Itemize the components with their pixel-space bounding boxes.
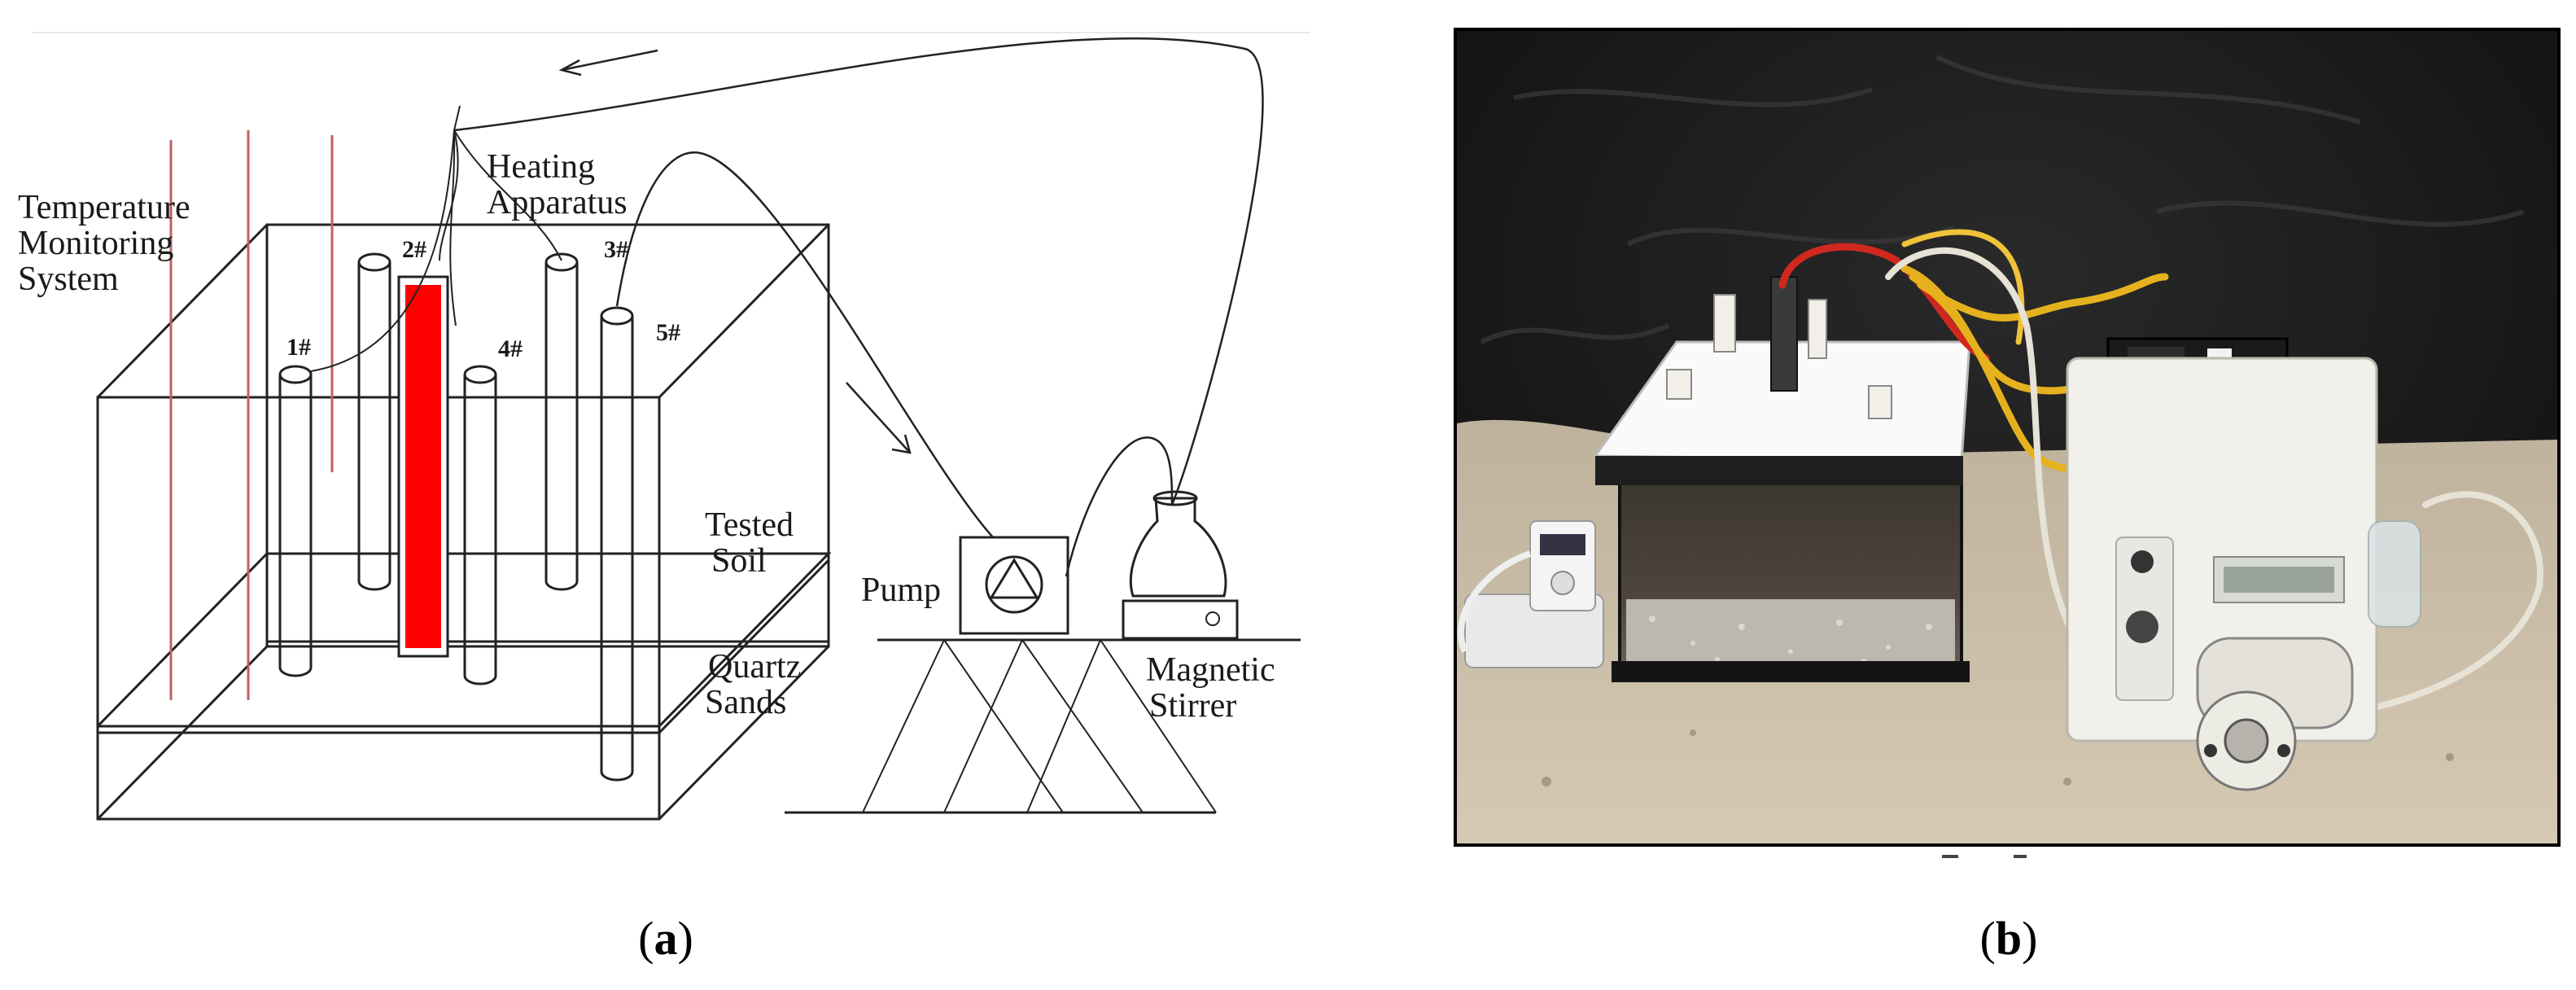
quartz-label-line2: Sands <box>705 684 786 721</box>
caption-a-letter: a <box>654 912 678 965</box>
caption-b: (b) <box>1980 912 2038 965</box>
caption-a-open: ( <box>638 912 654 965</box>
heater-wires <box>310 105 562 372</box>
stirrer-knob-icon <box>1205 611 1220 626</box>
tank-edge-br <box>658 645 830 821</box>
caption-b-close: ) <box>2022 912 2037 965</box>
flow-arrow-mid <box>846 382 911 453</box>
flow-arrow-top-head <box>558 59 582 77</box>
peristaltic-pump <box>2066 357 2378 791</box>
panel-a-schematic <box>33 32 1310 821</box>
soil-tank <box>1593 276 1971 682</box>
pump-triangle-icon <box>989 558 1039 599</box>
magnetic-stirrer-box <box>1122 599 1239 640</box>
well-3 <box>545 252 579 591</box>
return-tube <box>453 37 1264 506</box>
well-1 <box>278 365 313 677</box>
layer-planes <box>96 552 832 734</box>
caption-a: (a) <box>638 912 693 965</box>
tank-edge-tr <box>658 223 830 399</box>
temperature-label-line1: Temperature <box>18 189 190 226</box>
pump-label: Pump <box>861 572 941 609</box>
backdrop-sheen <box>1480 55 2524 344</box>
pump-head <box>2196 637 2354 791</box>
quartz-label-line1: Quartz <box>708 648 801 686</box>
tested-soil-label-line1: Tested <box>705 506 794 544</box>
pump-to-flask-tube <box>1065 436 1174 577</box>
pump-box <box>959 536 1069 635</box>
flask-icon <box>1129 497 1227 598</box>
heating-label-line2: Apparatus <box>487 184 628 221</box>
well-5 <box>600 306 634 782</box>
caption-a-close: ) <box>678 912 693 965</box>
power-strip <box>1457 520 1604 668</box>
floor-spots <box>1542 721 2454 786</box>
tank-back-face <box>265 223 830 648</box>
well-label-1: 1# <box>286 334 311 361</box>
lid-edge <box>1595 456 1963 485</box>
temperature-label-line2: Monitoring <box>18 225 173 262</box>
heater-element <box>405 285 441 648</box>
tested-soil-label-line2: Soil <box>711 542 767 580</box>
well-label-5: 5# <box>656 319 680 346</box>
quartz-sand-layer <box>1626 599 1955 664</box>
caption-b-open: ( <box>1980 912 1996 965</box>
bench-legs <box>862 639 1217 813</box>
well-label-4: 4# <box>498 335 523 362</box>
flask-mouth <box>1152 490 1198 506</box>
lid-fittings <box>1666 294 1892 419</box>
tank-edge-tl <box>96 223 269 399</box>
well-label-2: 2# <box>402 236 426 263</box>
supply-tube <box>615 151 994 538</box>
flow-arrow-mid-head <box>891 434 912 454</box>
temperature-probes <box>169 130 334 700</box>
stirrer-label-line1: Magnetic <box>1146 651 1275 689</box>
well-2 <box>357 252 391 591</box>
pump-rotor-icon <box>985 555 1043 614</box>
heating-label-line1: Heating <box>487 148 595 186</box>
clear-tubing <box>1885 247 2543 720</box>
tested-soil-plane <box>96 552 832 728</box>
panel-b-photo <box>1454 28 2561 858</box>
caption-b-letter: b <box>1996 912 2022 965</box>
heater-rod <box>1770 276 1798 392</box>
captions: (a) (b) <box>638 912 2037 965</box>
panel-a-labels: Temperature Monitoring System Heating Ap… <box>18 148 1275 725</box>
well-label-3: 3# <box>604 236 628 263</box>
well-4 <box>463 365 497 686</box>
flow-arrow-top <box>561 49 658 72</box>
temperature-label-line3: System <box>18 261 119 298</box>
water-bottle <box>2368 520 2421 628</box>
stirrer-label-line2: Stirrer <box>1149 687 1236 725</box>
quartz-plane-side <box>658 559 830 734</box>
tank-front-face <box>96 396 661 821</box>
